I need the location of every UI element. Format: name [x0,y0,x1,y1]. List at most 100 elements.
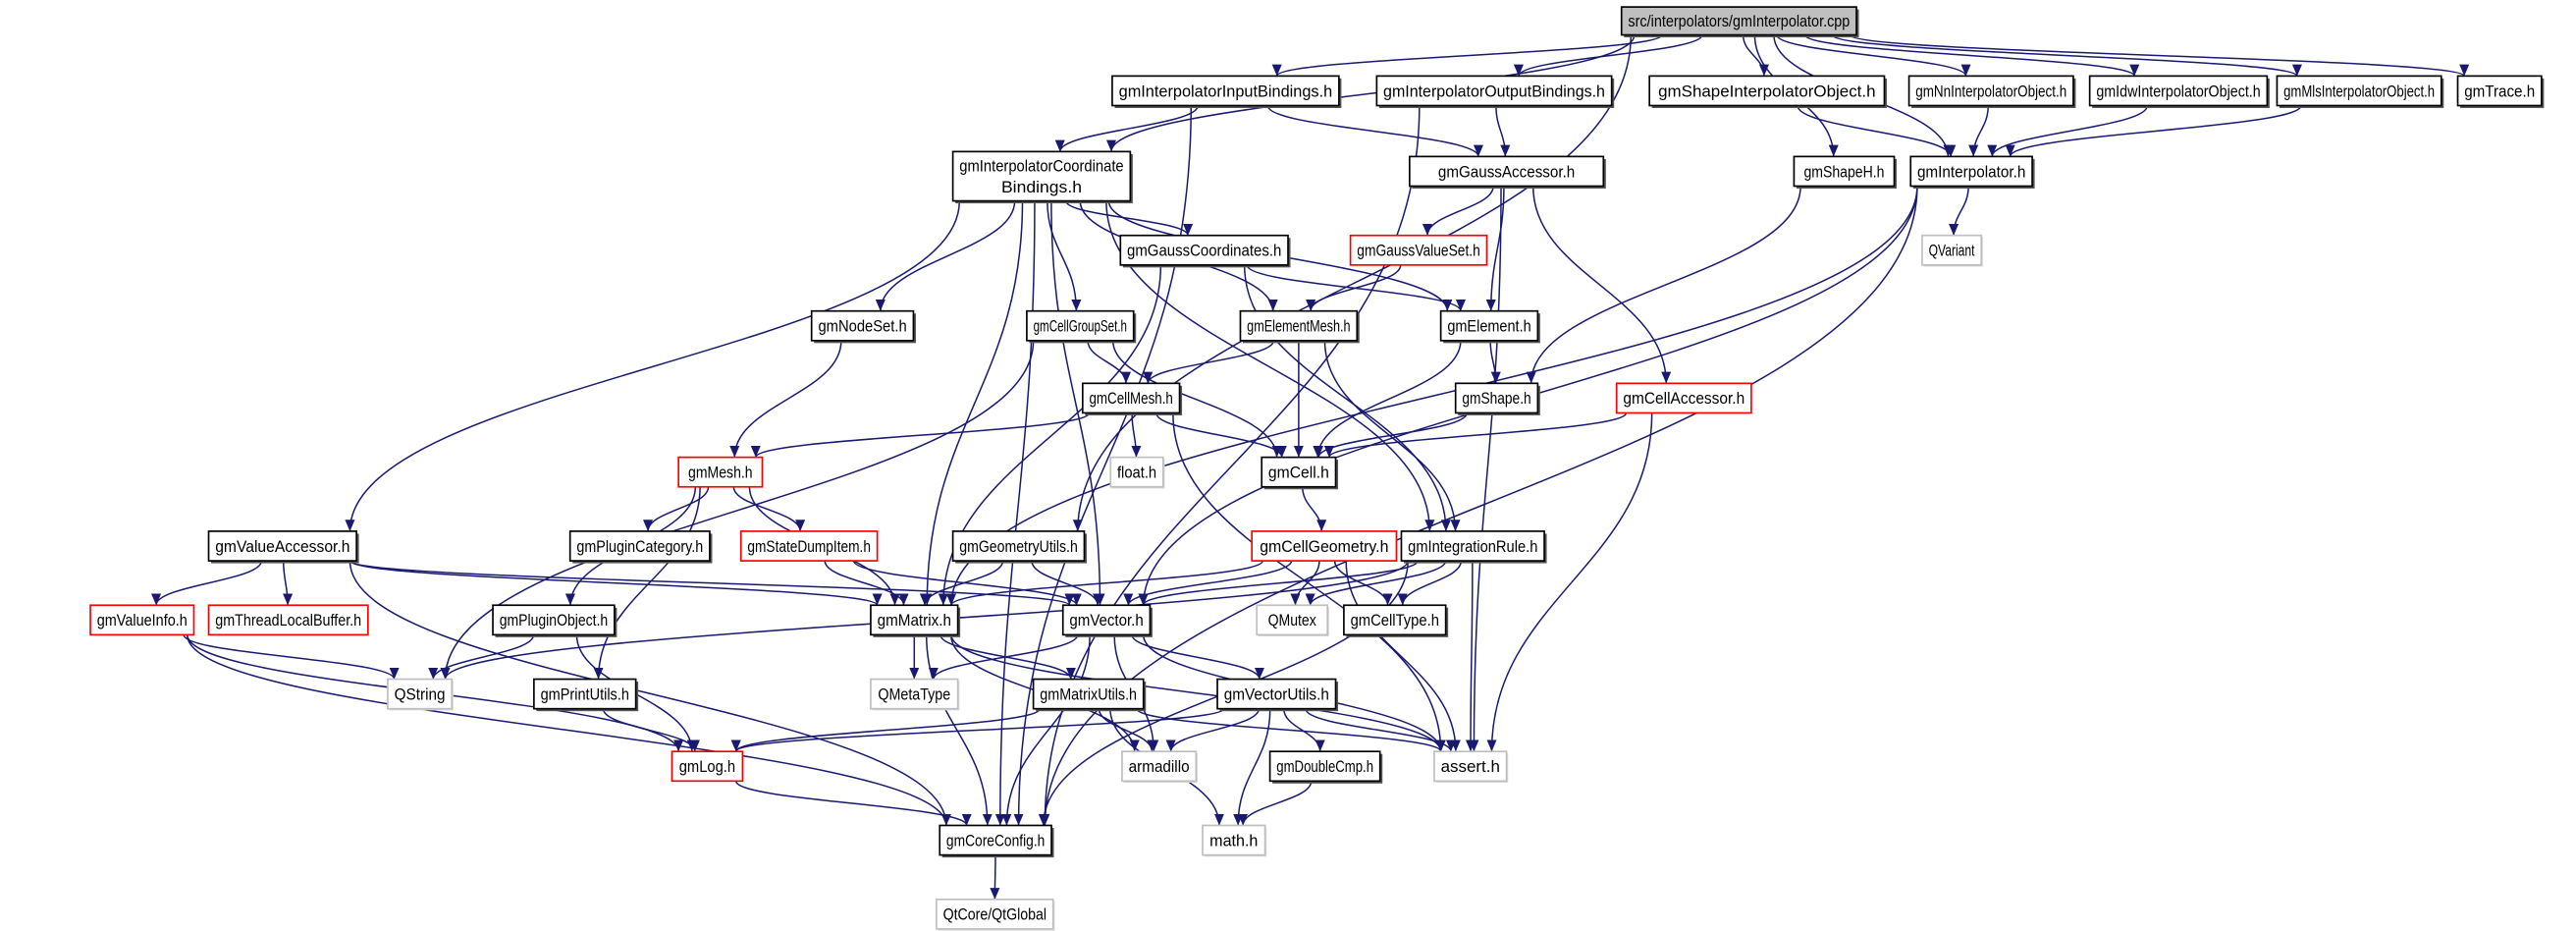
node-box [387,678,454,710]
edge-shio-to-interp [1797,105,1957,157]
node-outb[interactable]: gmInterpolatorOutputBindings.h [1375,75,1615,109]
node-element[interactable]: gmElement.h [1439,309,1540,344]
node-box [2456,75,2543,107]
node-mutils[interactable]: gmMatrixUtils.h [1032,678,1147,712]
node-label: gmMatrixUtils.h [1040,685,1137,703]
edge-cgeo-to-assert [1345,561,1461,752]
node-label: gmMesh.h [688,464,753,482]
node-core[interactable]: gmCoreConfig.h [939,824,1054,858]
edge-interp-to-matrix [945,186,1918,606]
node-box [492,604,616,636]
node-qvariant[interactable]: QVariant [1921,234,1983,267]
node-mesh[interactable]: gmMesh.h [677,456,764,488]
edge-outb-to-gacc [1495,105,1511,157]
edge-geou-to-vector [1031,560,1103,606]
node-label: gmInterpolatorOutputBindings.h [1383,82,1605,100]
node-interp[interactable]: gmInterpolator.h [1909,155,2035,190]
node-ctype[interactable]: gmCellType.h [1343,604,1449,637]
node-math[interactable]: math.h [1202,824,1267,857]
node-label: gmPrintUtils.h [541,685,629,703]
node-gacc[interactable]: gmGaussAccessor.h [1409,155,1606,190]
node-qtglobal[interactable]: QtCore/QtGlobal [936,898,1055,931]
edge-inb-to-core [1013,105,1193,826]
node-idwio[interactable]: gmIdwInterpolatorObject.h [2088,75,2270,109]
node-cacc[interactable]: gmCellAccessor.h [1615,382,1752,414]
node-qstring[interactable]: QString [387,678,454,711]
node-dcmp[interactable]: gmDoubleCmp.h [1268,750,1383,784]
edge-mlsio-to-interp [2005,105,2302,157]
node-shio[interactable]: gmShapeInterpolatorObject.h [1648,75,1887,109]
node-box [1061,604,1152,636]
node-box [1081,382,1181,414]
node-putils[interactable]: gmPrintUtils.h [533,678,639,712]
node-arma[interactable]: armadillo [1121,750,1198,783]
edge-vinfo-to-qstring [183,634,400,680]
node-vutils[interactable]: gmVectorUtils.h [1216,678,1339,712]
node-sdi[interactable]: gmStateDumpItem.h [739,530,879,562]
node-trace[interactable]: gmTrace.h [2456,75,2545,109]
edge-mutils-to-assert [1136,707,1446,752]
node-label: gmCellGroupSet.h [1034,317,1127,336]
node-geou[interactable]: gmGeometryUtils.h [951,530,1087,564]
edge-cmesh-to-float [1131,412,1142,458]
node-inb[interactable]: gmInterpolatorInputBindings.h [1111,75,1342,109]
node-nodeset[interactable]: gmNodeSet.h [810,309,916,344]
edge-cgeo-to-vector [1123,560,1293,606]
node-label: gmDoubleCmp.h [1276,757,1373,776]
node-log[interactable]: gmLog.h [671,750,744,783]
node-pcat[interactable]: gmPluginCategory.h [568,530,713,564]
edge-cpp-to-trace [1849,33,2469,78]
node-irule[interactable]: gmIntegrationRule.h [1400,530,1547,564]
node-gcoord[interactable]: gmGaussCoordinates.h [1119,234,1291,268]
edge-gvs-to-emesh [1306,264,1402,311]
node-vacc[interactable]: gmValueAccessor.h [207,530,359,564]
edge-matrix-to-assert [950,634,1446,752]
edge-matrix-to-core [925,634,993,826]
edge-inb-to-coordb [1054,105,1200,152]
edge-gacc-to-gvs [1422,186,1494,236]
node-emesh[interactable]: gmElementMesh.h [1239,309,1360,344]
node-box [2276,75,2442,107]
edge-interp-to-core [1040,186,1918,826]
node-qmutex[interactable]: QMutex [1256,604,1329,637]
node-box [677,456,764,488]
node-vector[interactable]: gmVector.h [1061,604,1153,637]
node-float[interactable]: float.h [1109,456,1165,489]
node-nnio[interactable]: gmNnInterpolatorObject.h [1907,75,2076,109]
node-mlsio[interactable]: gmMlsInterpolatorObject.h [2276,75,2444,109]
node-matrix[interactable]: gmMatrix.h [870,604,961,637]
edge-coordb-to-matrix [922,200,1024,606]
node-vinfo[interactable]: gmValueInfo.h [89,604,195,636]
node-cgs[interactable]: gmCellGroupSet.h [1026,309,1137,344]
node-cell[interactable]: gmCell.h [1261,456,1339,490]
edge-vinfo-to-core [187,634,951,826]
node-label: gmInterpolatorCoordinate [959,156,1123,175]
node-assert[interactable]: assert.h [1433,750,1509,783]
node-label: gmStateDumpItem.h [747,537,871,556]
edge-irule-to-qmutex [1305,560,1447,606]
node-label: Bindings.h [1001,178,1082,196]
edge-geou-to-matrix [919,560,1004,606]
node-label: gmVectorUtils.h [1224,685,1329,703]
node-shape[interactable]: gmShape.h [1454,382,1540,415]
node-cpp[interactable]: src/interpolators/gmInterpolator.cpp [1620,6,1859,38]
node-label: gmCellType.h [1351,611,1439,630]
node-shapeh[interactable]: gmShapeH.h [1793,155,1898,190]
node-qmeta[interactable]: QMetaType [870,678,960,711]
node-gvs[interactable]: gmGaussValueSet.h [1349,234,1488,266]
node-label: gmThreadLocalBuffer.h [215,611,361,630]
edge-gacc-to-element [1485,186,1505,311]
node-tlb[interactable]: gmThreadLocalBuffer.h [207,604,369,636]
edge-irule-to-ctype [1397,560,1463,606]
edge-cacc-to-cell [1323,411,1628,459]
edge-gacc-to-assert [1469,186,1502,752]
node-label: assert.h [1441,757,1500,776]
node-cmesh[interactable]: gmCellMesh.h [1081,382,1183,415]
node-cgeo[interactable]: gmCellGeometry.h [1251,530,1398,562]
node-pobj[interactable]: gmPluginObject.h [492,604,617,637]
edge-gcoord-to-irule [1243,264,1451,531]
node-label: gmCell.h [1268,464,1329,482]
node-label: gmCellAccessor.h [1623,389,1744,408]
